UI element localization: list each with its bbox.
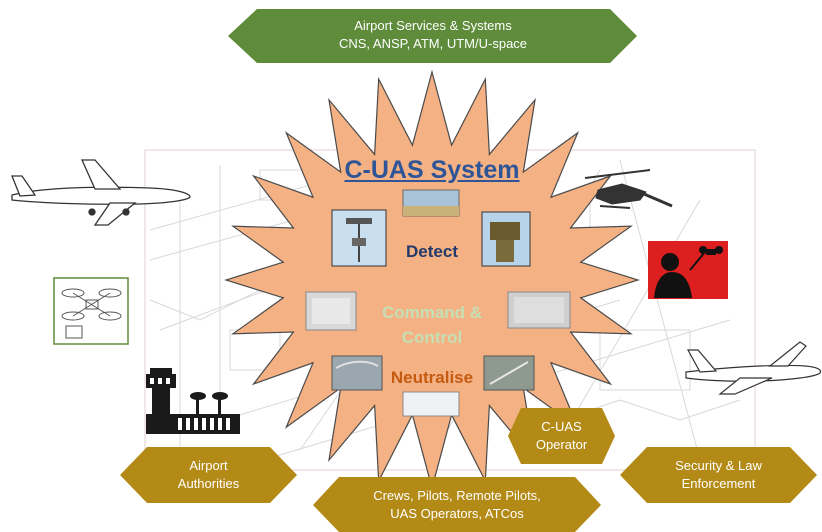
security-line2: Enforcement bbox=[681, 476, 756, 491]
control-tower-icon bbox=[146, 368, 240, 434]
jammer-icon bbox=[483, 355, 535, 391]
command-control-label: Command & Control bbox=[356, 300, 508, 350]
radar-sensor-icon bbox=[331, 209, 387, 267]
airport-services-hexagon bbox=[228, 9, 637, 63]
command-line2: Control bbox=[401, 328, 463, 347]
crews-label: Crews, Pilots, Remote Pilots, UAS Operat… bbox=[339, 487, 575, 523]
crews-line1: Crews, Pilots, Remote Pilots, bbox=[373, 488, 541, 503]
photo-sky-drone bbox=[402, 391, 460, 417]
c-uas-operator-line1: C-UAS bbox=[541, 419, 582, 434]
operator-screen-icon bbox=[305, 291, 357, 331]
radar-antenna-icon bbox=[481, 211, 531, 267]
security-line1: Security & Law bbox=[675, 458, 762, 473]
operator-screen-icon bbox=[507, 291, 571, 329]
c-uas-operator-line2: Operator bbox=[535, 437, 588, 452]
airliner-icon bbox=[685, 341, 822, 395]
crews-line2: UAS Operators, ATCos bbox=[390, 506, 524, 521]
crews-hexagon bbox=[313, 477, 601, 532]
airport-services-line1: Airport Services & Systems bbox=[354, 18, 512, 33]
c-uas-operator-label: C-UAS Operator bbox=[521, 418, 602, 454]
airport-authorities-line1: Airport bbox=[189, 458, 228, 473]
airport-authorities-label: Airport Authorities bbox=[147, 457, 270, 493]
c-uas-title: C-UAS System bbox=[344, 156, 520, 184]
jammer-icon bbox=[331, 355, 383, 391]
helicopter-icon bbox=[584, 169, 673, 209]
drone-pilot-icon bbox=[648, 241, 728, 299]
photo-airport-scene bbox=[402, 189, 460, 217]
command-line1: Command & bbox=[381, 303, 483, 322]
airport-authorities-line2: Authorities bbox=[177, 476, 240, 491]
airport-authorities-hexagon bbox=[120, 447, 297, 503]
c-uas-operator-hexagon bbox=[508, 408, 615, 464]
airport-services-line2: CNS, ANSP, ATM, UTM/U-space bbox=[338, 36, 528, 51]
detect-label: Detect bbox=[406, 242, 458, 261]
quadcopter-icon bbox=[53, 277, 129, 345]
security-label: Security & Law Enforcement bbox=[647, 457, 790, 493]
security-hexagon bbox=[620, 447, 817, 503]
neutralise-label: Neutralise bbox=[390, 368, 474, 387]
airport-services-label: Airport Services & Systems CNS, ANSP, AT… bbox=[257, 17, 609, 53]
airplane-icon bbox=[11, 159, 191, 226]
